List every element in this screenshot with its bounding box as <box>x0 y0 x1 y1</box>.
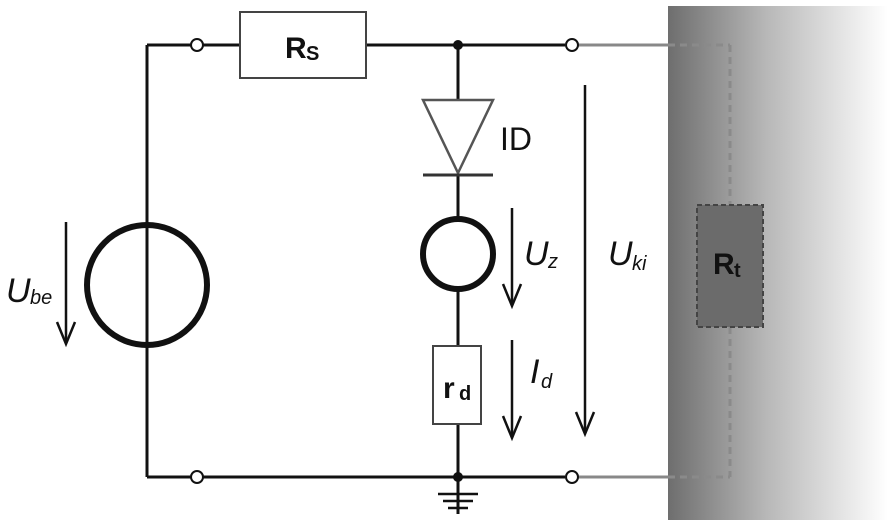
diode-current-arrowhead-icon <box>501 415 523 442</box>
source-resistor-label: R <box>285 32 307 65</box>
junction-bottom <box>453 472 463 482</box>
output-wires <box>578 43 668 479</box>
input-terminal-bottom <box>190 470 204 484</box>
ground-icon <box>438 492 478 510</box>
junction-top <box>453 40 463 50</box>
zener-voltage-label: U <box>524 235 549 273</box>
load-resistor <box>696 204 764 328</box>
input-voltage-arrowhead-icon <box>55 321 77 348</box>
voltage-arrows <box>55 85 596 442</box>
internal-resistor-label: r <box>443 372 455 405</box>
terminals <box>190 38 579 484</box>
output-terminal-bottom <box>565 470 579 484</box>
output-voltage-arrowhead-icon <box>574 411 596 438</box>
source-resistor <box>239 11 367 79</box>
zener-diode-icon <box>421 98 495 177</box>
load-dashed-wires <box>668 43 732 479</box>
output-voltage-label: U <box>608 235 633 273</box>
output-terminal-top <box>565 38 579 52</box>
zener-voltage-arrowhead-icon <box>501 283 523 310</box>
input-voltage-subscript: be <box>30 287 52 309</box>
load-resistor-label: R <box>713 248 735 281</box>
zener-voltage-subscript: z <box>547 251 558 273</box>
circuit-wires <box>145 43 565 514</box>
internal-resistor-subscript: d <box>459 383 471 405</box>
internal-resistor <box>432 345 482 425</box>
load-resistor-subscript: t <box>734 260 741 282</box>
input-terminal-top <box>190 38 204 52</box>
diode-current-label: I <box>530 353 540 391</box>
zener-voltage-source <box>420 216 496 292</box>
zener-diode-label: ID <box>500 121 532 157</box>
input-voltage-label: U <box>6 272 31 310</box>
input-voltage-source <box>84 222 210 348</box>
source-resistor-subscript: S <box>306 43 319 65</box>
output-voltage-subscript: ki <box>632 253 647 275</box>
diode-current-subscript: d <box>541 371 553 393</box>
